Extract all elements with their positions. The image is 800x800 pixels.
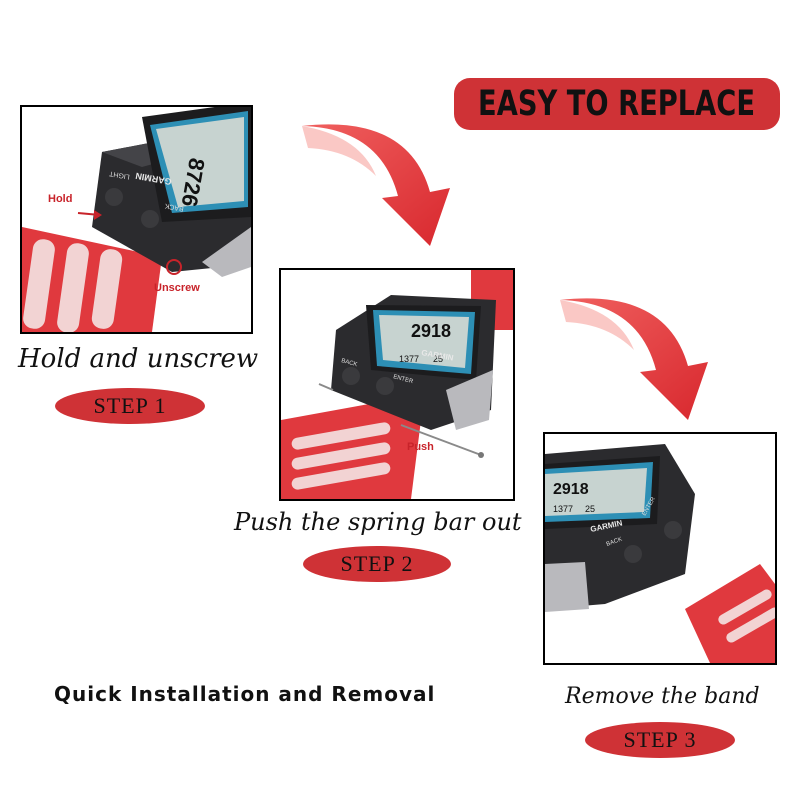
footer-text: Quick Installation and Removal <box>54 682 436 706</box>
watch-body <box>331 295 496 430</box>
step3-badge: STEP 3 <box>585 722 735 758</box>
push-label: Push <box>407 441 434 453</box>
unscrew-circle-icon <box>166 259 182 275</box>
screen-main: 2918 <box>553 481 589 498</box>
spring-bar <box>400 424 482 456</box>
screen-sub: 25 <box>433 354 443 364</box>
screen-small: 1377 <box>399 354 419 364</box>
watch-button <box>664 521 682 539</box>
spring-bar-end <box>318 383 334 391</box>
button-label-left: LIGHT <box>108 169 130 180</box>
step2-caption: Push the spring bar out <box>234 508 522 536</box>
title-banner: EASY TO REPLACE <box>454 78 780 130</box>
button-label-left: BACK <box>606 537 623 548</box>
watch-band <box>22 227 162 332</box>
step1-badge: STEP 1 <box>55 388 205 424</box>
hold-label: Hold <box>48 193 72 205</box>
screen-small: 1377 <box>553 504 573 514</box>
step1-badge-text: STEP 1 <box>93 393 167 418</box>
watch-button <box>141 210 159 228</box>
button-label-right: ENTER <box>392 374 414 385</box>
step2-badge-text: STEP 2 <box>340 551 414 576</box>
title-text: EASY TO REPLACE <box>478 84 756 124</box>
hold-arrow-head-icon <box>94 210 102 220</box>
watch-body <box>92 107 251 277</box>
watch-button <box>105 188 123 206</box>
curved-arrow-icon <box>560 298 708 420</box>
button-label-left: BACK <box>340 358 357 368</box>
watch-button <box>376 377 394 395</box>
removed-band <box>685 564 775 663</box>
step3-caption: Remove the band <box>565 684 760 709</box>
step3-photo: 2918 1377 25 GARMIN BACK ENTER <box>543 432 777 665</box>
step2-badge: STEP 2 <box>303 546 451 582</box>
unscrew-label: Unscrew <box>154 282 200 294</box>
spring-bar-tip <box>478 452 484 458</box>
curved-arrow-icon <box>302 124 450 246</box>
watch-body <box>545 444 695 612</box>
watch-button <box>624 545 642 563</box>
screen-sub: 25 <box>585 504 595 514</box>
step3-badge-text: STEP 3 <box>623 727 697 752</box>
step2-photo: 2918 1377 25 GARMIN BACK ENTER Push <box>279 268 515 501</box>
button-label-right: BACK <box>164 202 184 212</box>
step1-caption: Hold and unscrew <box>18 344 259 374</box>
step1-photo: 8726 GARMIN LIGHT BACK Hold Unscrew <box>20 105 253 334</box>
watch-button <box>342 367 360 385</box>
screen-main: 2918 <box>411 321 451 341</box>
